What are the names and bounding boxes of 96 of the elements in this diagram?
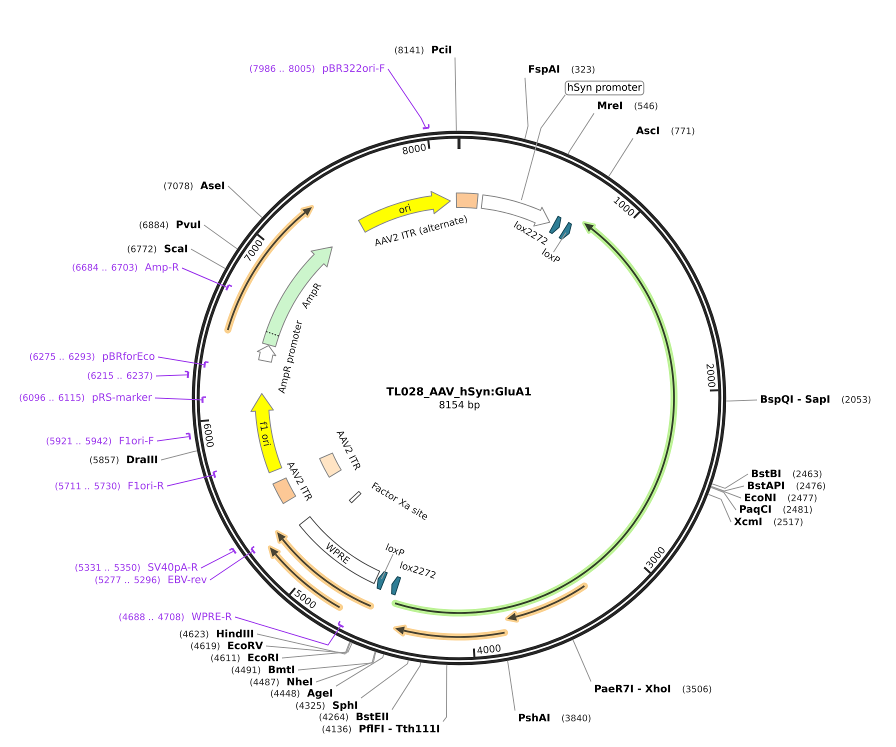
leader-line	[228, 186, 262, 218]
site-band	[558, 222, 572, 240]
leader-line	[156, 436, 190, 442]
primer-label: (6096 .. 6115) pRS-marker	[20, 393, 152, 403]
enzyme-label: BspQI - SapI (2053)	[760, 395, 870, 405]
plasmid-length: 8154 bp	[440, 400, 480, 410]
leader-line	[553, 232, 567, 253]
leader-line	[708, 494, 732, 522]
enzyme-label: PshAI (3840)	[518, 714, 590, 722]
leader-line	[726, 400, 758, 402]
primer-mark	[202, 396, 206, 403]
leader-line	[158, 356, 204, 366]
primer-label: (4688 .. 4708) WPRE-R	[119, 612, 232, 622]
primer-mark	[422, 124, 430, 130]
leader-line	[210, 551, 253, 580]
enzyme-label: PaeR7I - XhoI (3506)	[594, 684, 712, 694]
enzyme-label: (4619) EcoRV	[191, 642, 263, 650]
leader-line	[388, 68, 426, 128]
enzyme-label: BstBI (2463)	[752, 470, 822, 478]
primer-label: (5921 .. 5942) F1ori-F	[46, 436, 154, 446]
primer-mark	[184, 370, 190, 378]
site-band	[376, 571, 388, 590]
feature-label: loxP	[542, 248, 560, 262]
enzyme-label: FspAI (323)	[528, 65, 594, 75]
enzyme-label: (4491) BmtI	[232, 666, 294, 674]
leader-line	[392, 662, 422, 710]
primer-mark	[250, 546, 256, 554]
primer-mark	[225, 284, 232, 291]
leader-line	[204, 224, 238, 250]
leader-line	[608, 138, 634, 178]
enzyme-label: (4264) BstEII	[320, 712, 388, 722]
enzyme-label: (4623) HindIII	[180, 630, 254, 638]
primer-mark	[212, 470, 218, 478]
leader-line	[316, 651, 376, 682]
leader-line	[442, 664, 448, 722]
leader-line	[200, 550, 234, 568]
feature-band: f1 ori	[250, 393, 282, 474]
primer-label: (7986 .. 8005) pBR322ori-F	[250, 64, 384, 74]
leader-line	[710, 486, 742, 498]
leader-line	[507, 660, 516, 712]
enzyme-label: PaqCI (2481)	[740, 505, 812, 515]
tick-label: 6000	[204, 424, 214, 447]
primer-label: (6275 .. 6293) pBRforEco	[30, 352, 154, 362]
enzyme-label: AscI (771)	[636, 126, 694, 136]
leader-line	[234, 616, 341, 646]
enzyme-label: (6772) ScaI	[128, 244, 188, 254]
leader-line	[572, 639, 592, 682]
leader-line	[282, 642, 353, 658]
leader-line	[336, 654, 384, 687]
primer-mark	[203, 361, 209, 368]
enzyme-label: (4487) NheI	[250, 678, 312, 686]
enzyme-label: (7078) AseI	[164, 182, 224, 190]
leader-line	[710, 486, 736, 510]
primer-label: (5711 .. 5730) F1ori-R	[55, 482, 164, 490]
enzyme-label: EcoNI (2477)	[744, 494, 816, 502]
leader-line	[156, 374, 188, 376]
enzyme-label: (4611) EcoRI	[211, 654, 278, 662]
feature-label: AmpR promoter	[278, 320, 302, 394]
plasmid-title: TL028_AAV_hSyn:GluA1	[386, 387, 531, 398]
feature-label: loxP	[386, 543, 404, 556]
leader-line	[154, 398, 202, 400]
leader-line	[380, 554, 394, 580]
leader-line	[160, 450, 198, 460]
leader-line	[454, 56, 457, 132]
leader-line	[360, 660, 409, 699]
primer-label: (6215 .. 6237)	[88, 372, 152, 380]
primer-label: (5331 .. 5350) SV40pA-R	[75, 563, 198, 573]
enzyme-label: (5857) DraIII	[90, 456, 158, 464]
enzyme-label: MreI (546)	[598, 102, 658, 110]
enzyme-label: (6884) PvuI	[140, 220, 200, 230]
leader-line	[712, 474, 748, 489]
label-box: hSyn promoter	[564, 80, 644, 96]
tick-label: 2000	[706, 364, 716, 388]
primer-mark	[229, 548, 237, 554]
leader-line	[298, 651, 376, 670]
enzyme-label: (4448) AgeI	[270, 689, 332, 699]
leader-line	[266, 642, 352, 654]
primer-mark	[338, 620, 344, 628]
tick-label: 8000	[402, 144, 426, 154]
leader-line	[520, 94, 566, 201]
primer-mark	[186, 432, 192, 440]
enzyme-label: (4325) SphI	[296, 701, 358, 711]
leader-line	[256, 634, 350, 654]
primer-label: (6684 .. 6703) Amp-R	[72, 263, 179, 273]
tick-label: 4000	[477, 644, 501, 654]
leader-line	[190, 248, 226, 269]
leader-line	[568, 112, 594, 155]
leader-line	[524, 77, 528, 140]
enzyme-label: (8141) PciI	[395, 46, 452, 54]
leader-line	[182, 268, 228, 288]
leader-line	[710, 486, 744, 492]
enzyme-label: BstAPI (2476)	[748, 482, 826, 490]
enzyme-label: (4136) PflFI - Tth111I	[322, 724, 440, 734]
leader-line	[166, 474, 214, 486]
primer-label: (5277 .. 5296) EBV-rev	[95, 576, 207, 584]
enzyme-label: XcmI (2517)	[734, 518, 802, 526]
